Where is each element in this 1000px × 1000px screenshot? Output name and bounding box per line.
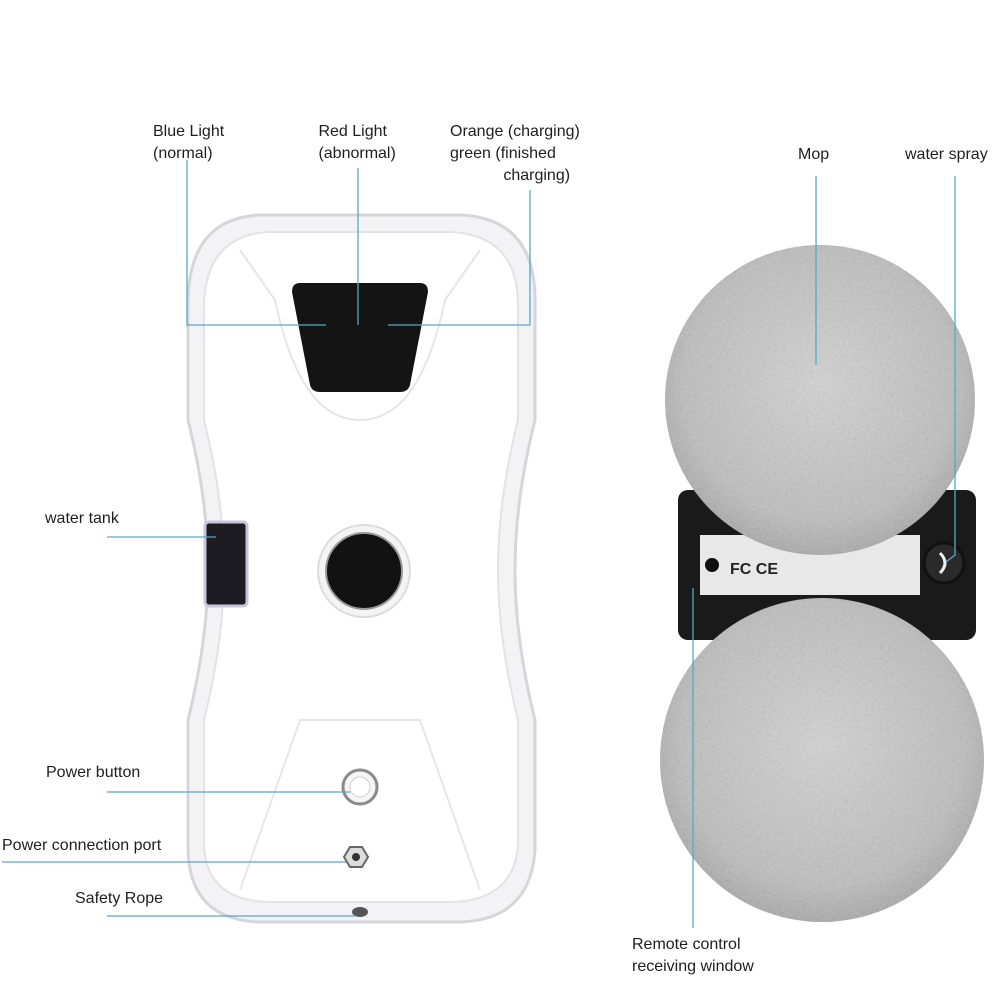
face-contour-top [239, 249, 481, 422]
label-mop: Mop [798, 146, 830, 163]
label-water-spray: water spray [905, 146, 988, 163]
mop-pad-bottom-texture [660, 598, 984, 922]
label-power-port: Power connection port [2, 837, 162, 854]
robot-front-view [186, 213, 537, 924]
robot-back-view: FC CE [660, 245, 984, 922]
safety-rope-hole [352, 907, 368, 917]
leader-water-spray [945, 176, 956, 563]
face-contour-bottom [239, 719, 481, 891]
label-orange-green: Orange (charging) green (finished chargi… [450, 123, 580, 184]
label-power-button: Power button [46, 764, 141, 781]
display-screen [292, 283, 428, 392]
leader-lines [2, 160, 956, 928]
certification-marks: FC CE [730, 561, 778, 578]
remote-receiver [705, 558, 719, 572]
power-button-inner [349, 776, 371, 798]
label-blue-light: Blue Light (normal) [153, 123, 225, 162]
power-port-pin [352, 853, 360, 861]
label-red-light: Red Light (abnormal) [318, 123, 396, 162]
leader-orange-green [388, 190, 531, 326]
leader-blue-light [186, 160, 326, 326]
mop-pad-top-texture [665, 245, 975, 555]
label-remote-window: Remote control receiving window [632, 936, 754, 975]
center-button[interactable] [325, 532, 403, 610]
label-safety-rope: Safety Rope [75, 890, 164, 907]
water-tank-window [203, 520, 249, 608]
label-water-tank: water tank [45, 510, 119, 527]
water-spray-nozzle-glyph [938, 551, 947, 575]
